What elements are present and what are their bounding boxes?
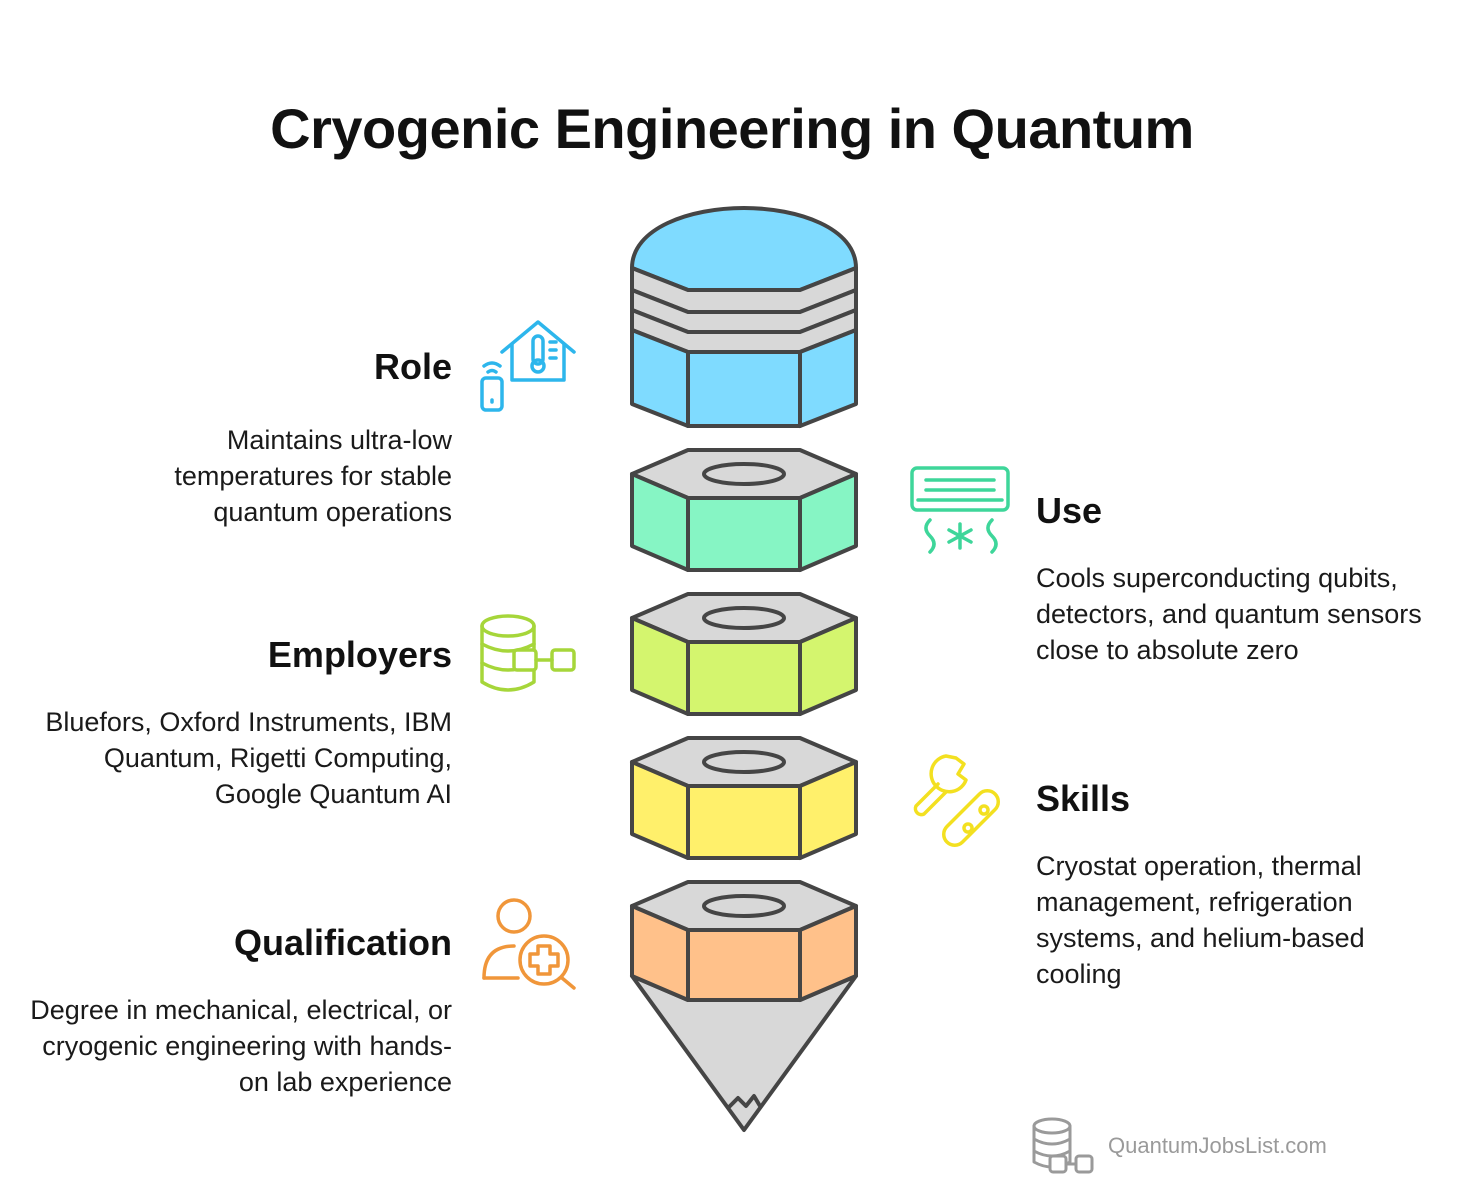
page-title: Cryogenic Engineering in Quantum (270, 97, 1194, 160)
air-conditioner-icon (910, 466, 1010, 554)
watermark-text[interactable]: QuantumJobsList.com (1108, 1133, 1327, 1158)
qualification-heading: Qualification (233, 922, 452, 963)
employers-description: Bluefors, Oxford Instruments, IBM Quantu… (45, 707, 452, 809)
stack-segment-role (630, 206, 858, 428)
smart-home-thermostat-icon (480, 320, 576, 412)
use-description: Cools superconducting qubits, detectors,… (1036, 563, 1422, 665)
user-search-icon (482, 898, 576, 990)
use-heading: Use (1036, 490, 1103, 531)
stack-segment-skills (630, 736, 858, 860)
database-network-icon (480, 614, 576, 692)
watermark-database-icon (1032, 1117, 1094, 1174)
employers-heading: Employers (267, 634, 452, 675)
role-heading: Role (373, 346, 452, 387)
stack-segment-qualification (630, 880, 858, 1132)
skills-description: Cryostat operation, thermal management, … (1036, 851, 1365, 989)
stack-segment-use (630, 448, 858, 572)
wrench-tools-icon (913, 754, 1001, 848)
role-description: Maintains ultra-low temperatures for sta… (174, 425, 452, 527)
qualification-description: Degree in mechanical, electrical, or cry… (30, 995, 452, 1097)
stack-segment-employers (630, 592, 858, 716)
skills-heading: Skills (1036, 778, 1131, 819)
